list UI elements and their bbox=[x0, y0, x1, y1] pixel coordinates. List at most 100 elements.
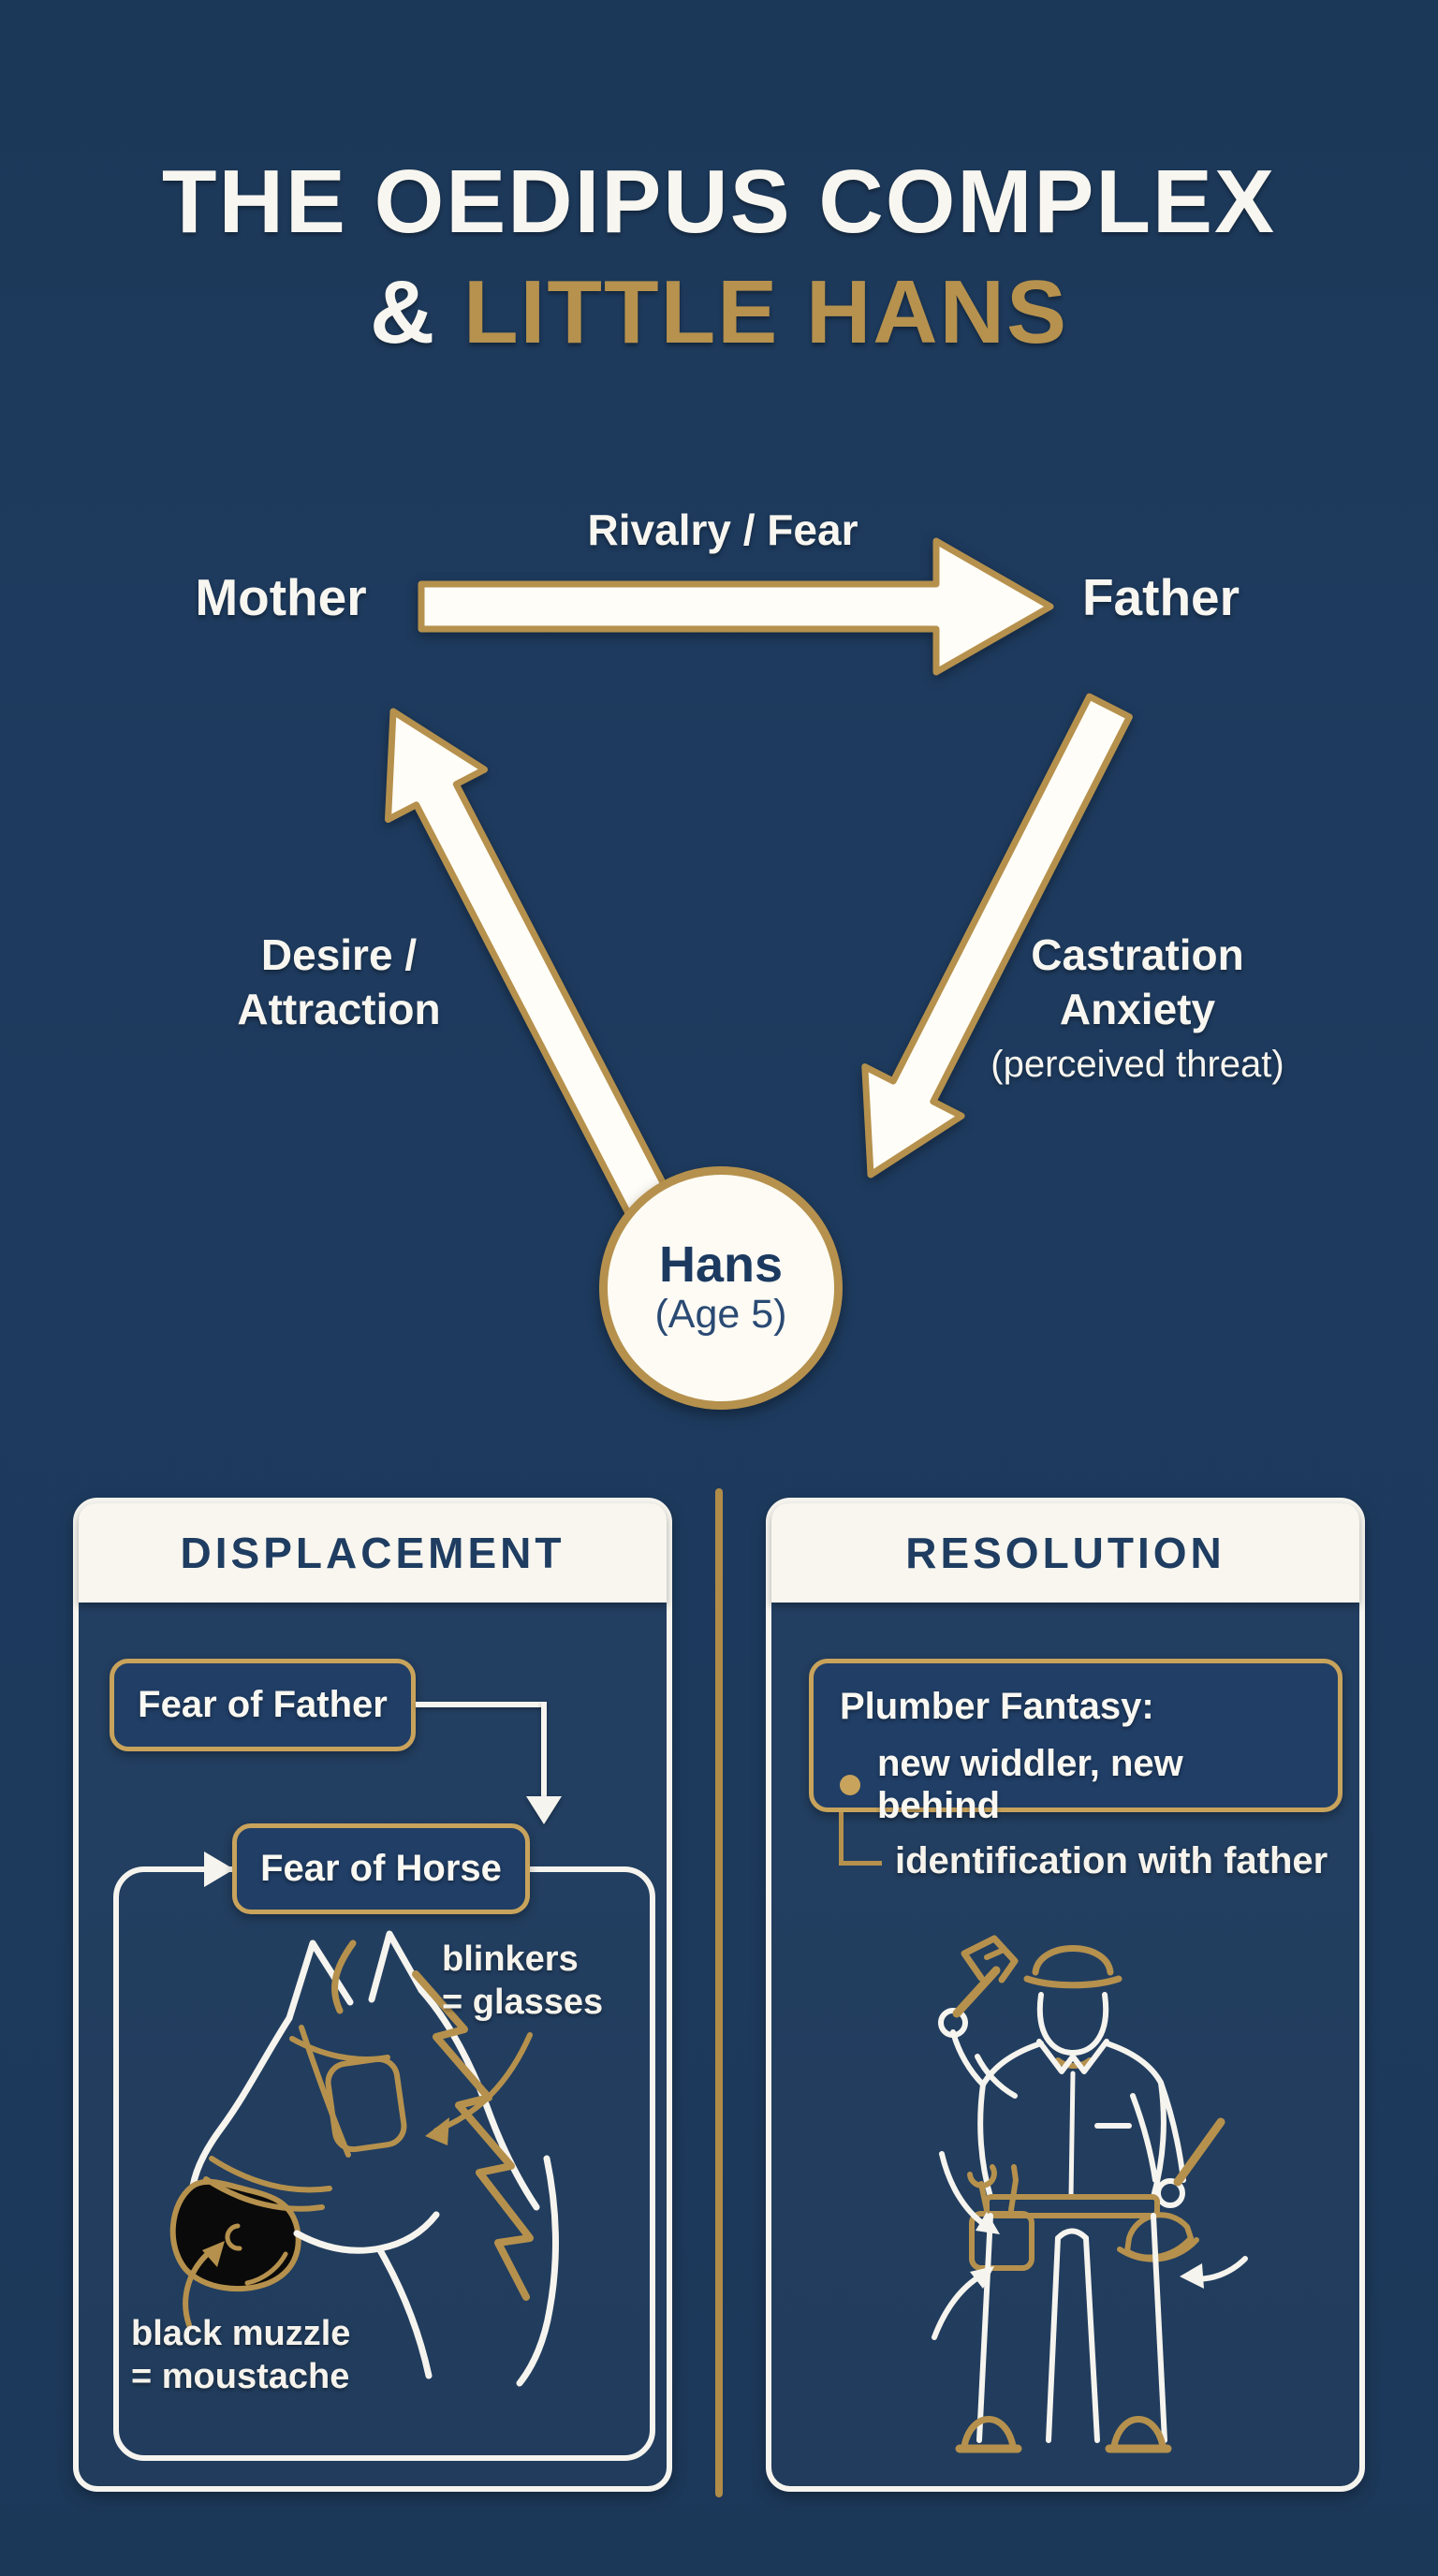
resolution-panel: RESOLUTION Plumber Fantasy: new widdler,… bbox=[766, 1498, 1365, 2492]
pouch-screwdriver bbox=[1008, 2164, 1019, 2213]
blinkers-annotation-arrow bbox=[433, 2032, 533, 2133]
muzzle-note: black muzzle = moustache bbox=[131, 2312, 350, 2399]
desire-line1: Desire / bbox=[260, 930, 418, 979]
plumber-leg-left-outer bbox=[976, 2213, 993, 2443]
motion-arrowhead-right-icon bbox=[1180, 2263, 1204, 2289]
plumber-cap bbox=[1032, 1945, 1114, 1976]
bridle-noseband-2 bbox=[203, 2176, 325, 2212]
muzzle-arrowhead-icon bbox=[202, 2241, 225, 2267]
edge-label-castration-anxiety: Castration Anxiety (perceived threat) bbox=[969, 929, 1306, 1088]
horse-black-muzzle bbox=[169, 2178, 301, 2292]
displacement-panel-header: DISPLACEMENT bbox=[79, 1503, 667, 1603]
plumber-shoe-left bbox=[961, 2416, 1017, 2450]
muzzle-note-line1: black muzzle bbox=[131, 2314, 351, 2353]
fear-of-horse-label: Fear of Horse bbox=[260, 1848, 502, 1889]
plumber-fantasy-bullet-text: new widdler, new behind bbox=[877, 1743, 1183, 1826]
pipe-wrench-handle bbox=[952, 1966, 1001, 2018]
horse-mane bbox=[412, 1970, 534, 2301]
plumber-cap-brim bbox=[1023, 1975, 1123, 1989]
panel-divider-line bbox=[715, 1488, 723, 2497]
bridle-noseband-1 bbox=[209, 2156, 332, 2193]
plumber-neck-collar bbox=[1055, 2057, 1093, 2069]
node-hans-circle: Hans (Age 5) bbox=[599, 1166, 843, 1410]
displacement-panel-title: DISPLACEMENT bbox=[180, 1529, 565, 1577]
resolution-panel-title: RESOLUTION bbox=[905, 1529, 1225, 1577]
poster-title-line1: THE OEDIPUS COMPLEX bbox=[161, 152, 1277, 252]
node-label-mother: Mother bbox=[195, 568, 367, 626]
horse-face-line bbox=[188, 2014, 293, 2207]
fear-of-father-box: Fear of Father bbox=[110, 1659, 416, 1751]
node-label-father: Father bbox=[1081, 568, 1240, 626]
oedipus-triangle-arrows bbox=[385, 537, 1133, 1231]
identification-note: identification with father bbox=[895, 1840, 1328, 1881]
motion-arrowhead-upper-left-icon bbox=[976, 2212, 1000, 2234]
horse-jaw-line bbox=[293, 2211, 440, 2254]
edge-label-desire-attraction: Desire / Attraction bbox=[198, 929, 479, 1037]
displacement-panel: DISPLACEMENT Fear of Father Fear of Hors… bbox=[73, 1498, 672, 2492]
horse-head-illustration bbox=[169, 1930, 559, 2387]
bullet-dot-icon bbox=[840, 1775, 860, 1795]
plumber-leg-right-inner bbox=[1083, 2235, 1100, 2443]
plumber-crotch-line bbox=[1055, 2228, 1089, 2241]
edge-label-rivalry-fear: Rivalry / Fear bbox=[587, 505, 858, 554]
plumber-left-arm-inner bbox=[975, 2054, 1018, 2099]
plumber-fantasy-title-text: Plumber Fantasy: bbox=[840, 1686, 1154, 1727]
elbow-arrow-horizontal bbox=[416, 1702, 547, 1707]
motion-arrow-lower-left bbox=[932, 2273, 984, 2340]
horse-neck-back bbox=[516, 2155, 559, 2387]
plumber-torso-left bbox=[977, 2041, 1044, 2200]
pouch-wrench-head bbox=[967, 2164, 997, 2188]
plumber-shoe-right bbox=[1110, 2416, 1167, 2450]
plumber-face bbox=[1036, 1992, 1109, 2056]
castration-line1: Castration bbox=[1031, 930, 1244, 979]
fear-of-father-label: Fear of Father bbox=[138, 1684, 388, 1725]
arrow-mother-to-father bbox=[418, 537, 1054, 676]
plumber-right-arm-inner bbox=[1130, 2093, 1158, 2183]
poster-title-line2: & LITTLE HANS bbox=[0, 268, 1438, 358]
elbow-arrowhead-icon bbox=[526, 1796, 562, 1824]
elbow-arrow-vertical bbox=[541, 1702, 547, 1798]
identification-elbow-vertical bbox=[839, 1812, 844, 1866]
blinkers-note-line1: blinkers bbox=[442, 1939, 579, 1979]
desire-line2: Attraction bbox=[237, 984, 441, 1033]
title-ampersand: & bbox=[370, 262, 464, 362]
motion-arrowhead-lower-left-icon bbox=[970, 2266, 994, 2289]
identification-elbow-horizontal bbox=[839, 1861, 882, 1866]
plumber-center-seam bbox=[1068, 2071, 1076, 2200]
bridle-cheek-strap bbox=[299, 2025, 351, 2158]
blinkers-arrowhead-icon bbox=[425, 2117, 449, 2145]
motion-arrow-upper-left bbox=[939, 2151, 988, 2228]
plumber-right-hand bbox=[1155, 2178, 1185, 2208]
horse-nostril bbox=[225, 2223, 242, 2251]
horse-forelock bbox=[331, 1939, 357, 2014]
plumber-leg-left-inner bbox=[1046, 2235, 1061, 2443]
plumber-collar bbox=[1036, 2039, 1109, 2074]
hans-age: (Age 5) bbox=[654, 1291, 787, 1337]
horse-head-back bbox=[418, 1986, 540, 2211]
horse-mouth-line bbox=[244, 2251, 288, 2286]
plunger-rim bbox=[1117, 2237, 1199, 2262]
castration-subnote: (perceived threat) bbox=[990, 1043, 1284, 1085]
title-highlight: LITTLE HANS bbox=[463, 262, 1068, 362]
plumber-fantasy-box: Plumber Fantasy: new widdler, new behind bbox=[809, 1659, 1343, 1826]
plumber-fantasy-title: Plumber Fantasy: bbox=[840, 1686, 1312, 1728]
pipe-wrench-jaw bbox=[961, 1935, 1019, 1983]
plumber-left-hand bbox=[938, 2008, 968, 2038]
hans-name: Hans bbox=[658, 1236, 784, 1293]
horse-neck-front bbox=[376, 2247, 433, 2379]
plumber-left-arm-outer bbox=[950, 2029, 986, 2087]
muzzle-annotation-arrow bbox=[183, 2247, 214, 2328]
fear-of-horse-box: Fear of Horse bbox=[232, 1823, 530, 1914]
horse-blinker bbox=[325, 2056, 407, 2153]
castration-line2: Anxiety bbox=[1059, 984, 1216, 1033]
belt-pouch bbox=[969, 2211, 1034, 2271]
plunger-handle bbox=[1173, 2117, 1225, 2187]
plumber-illustration bbox=[932, 1935, 1248, 2453]
blinkers-note-line2: = glasses bbox=[442, 1983, 604, 2023]
plumber-fantasy-bullet-line: new widdler, new behind bbox=[840, 1743, 1312, 1827]
blinkers-note: blinkers = glasses bbox=[442, 1938, 603, 2025]
arrow-father-to-hans bbox=[861, 693, 1133, 1178]
muzzle-note-line2: = moustache bbox=[131, 2357, 350, 2397]
pipe-wrench-notch bbox=[984, 1947, 1006, 1960]
